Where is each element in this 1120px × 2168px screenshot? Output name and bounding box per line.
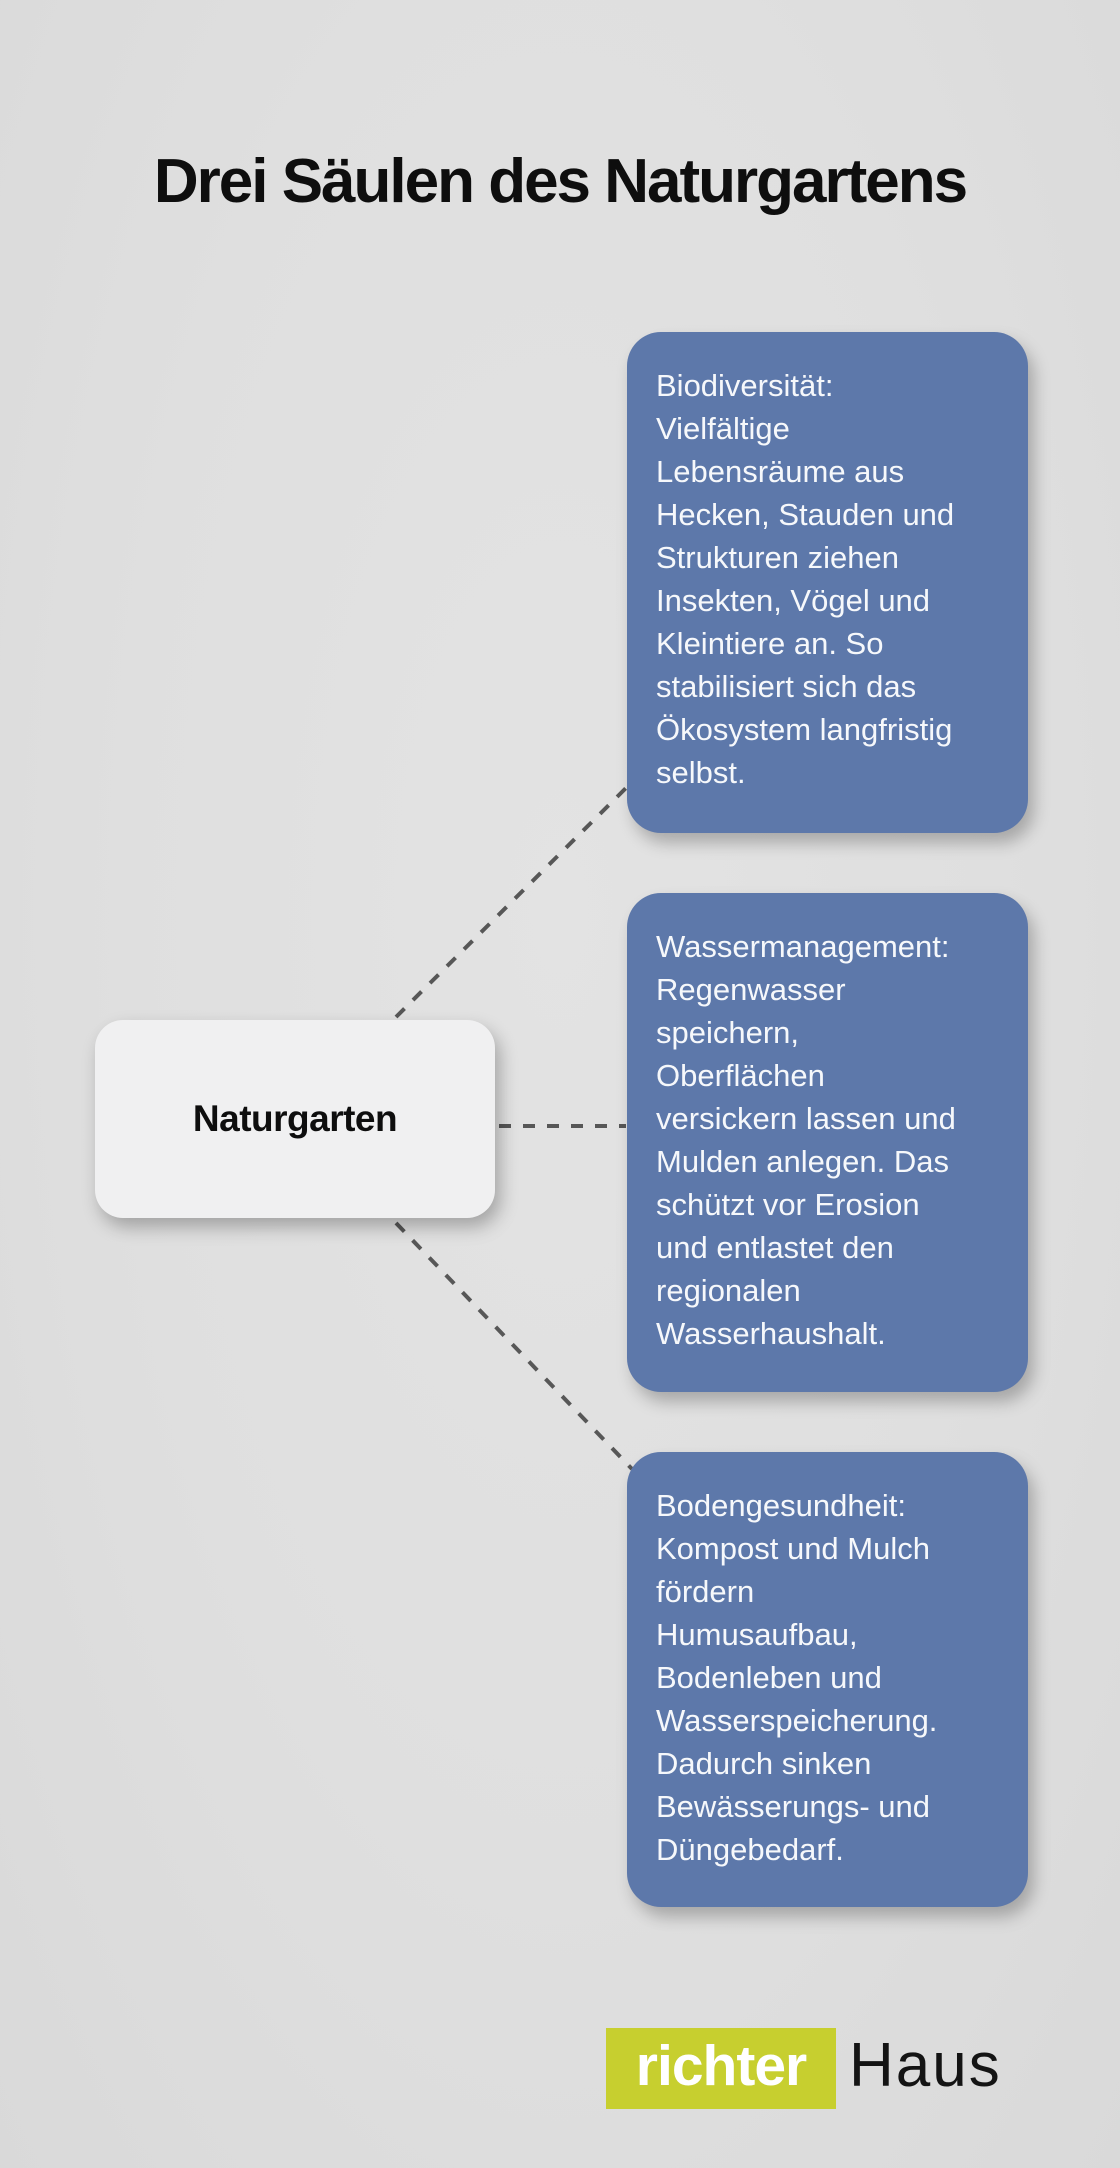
- page-title: Drei Säulen des Naturgartens: [153, 146, 968, 216]
- branch-box-wassermanagement: Wassermanagement: Regenwasser speichern,…: [627, 893, 1028, 1392]
- branch-box-bodengesundheit: Bodengesundheit: Kompost und Mulch förde…: [627, 1452, 1028, 1907]
- logo-brand-text: richter: [635, 2034, 807, 2098]
- branch-box-biodiversitaet: Biodiversität: Vielfältige Lebensräume a…: [627, 332, 1028, 833]
- branch-text-wassermanagement: Wassermanagement: Regenwasser speichern,…: [656, 929, 956, 1351]
- logo-badge: richter: [606, 2028, 836, 2109]
- root-node-label: Naturgarten: [192, 1098, 398, 1139]
- root-node-naturgarten: Naturgarten: [95, 1020, 495, 1218]
- connector-root-to-bodengesundheit: [394, 1221, 634, 1471]
- logo-richter-haus: richter Haus: [606, 2028, 1002, 2109]
- branch-text-biodiversitaet: Biodiversität: Vielfältige Lebensräume a…: [656, 368, 955, 790]
- connector-root-to-biodiversitaet: [394, 784, 630, 1019]
- branch-text-bodengesundheit: Bodengesundheit: Kompost und Mulch förde…: [656, 1488, 938, 1867]
- logo-suffix-text: Haus: [849, 2030, 1002, 2100]
